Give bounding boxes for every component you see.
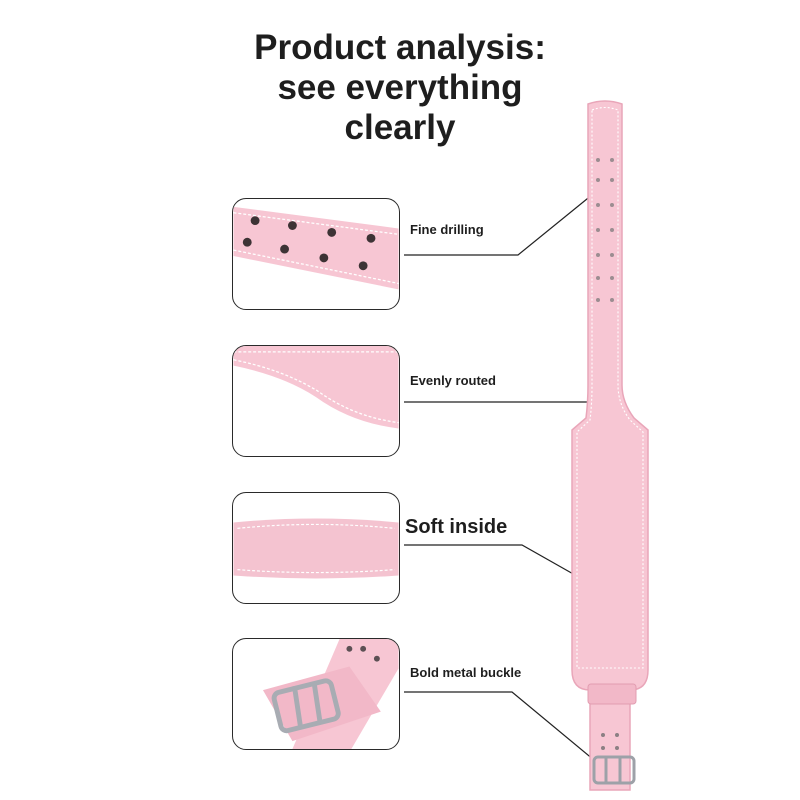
title-line-2: see everything xyxy=(277,68,523,107)
belt-strap xyxy=(571,100,649,791)
belt-buckle-closeup-icon xyxy=(262,639,399,749)
belt-metal-buckle xyxy=(592,755,636,785)
title-line-3: clearly xyxy=(344,108,456,147)
callout-line-buckle xyxy=(404,691,601,766)
feature-label-soft: Soft inside xyxy=(405,516,508,538)
feature-label-buckle: Bold metal buckle xyxy=(410,665,522,680)
feature-label-routed: Evenly routed xyxy=(410,373,496,388)
closeup-panel-soft xyxy=(232,492,400,604)
belt-inner-lining-closeup-icon xyxy=(233,518,399,579)
callout-line-soft xyxy=(404,544,599,589)
belt-holes-closeup-icon xyxy=(233,206,399,290)
closeup-panel-drilling xyxy=(232,198,400,310)
belt-holes xyxy=(596,158,614,302)
belt-stitch-line xyxy=(576,106,644,669)
title-line-1: Product analysis: xyxy=(254,28,546,67)
feature-label-drilling: Fine drilling xyxy=(410,222,484,237)
belt-edge-stitching-closeup-icon xyxy=(233,346,399,429)
closeup-panel-routed xyxy=(232,345,400,457)
page-title: Product analysis: see everything clearly xyxy=(150,28,650,148)
closeup-panel-buckle xyxy=(232,638,400,750)
belt-keeper-loop xyxy=(587,683,637,705)
